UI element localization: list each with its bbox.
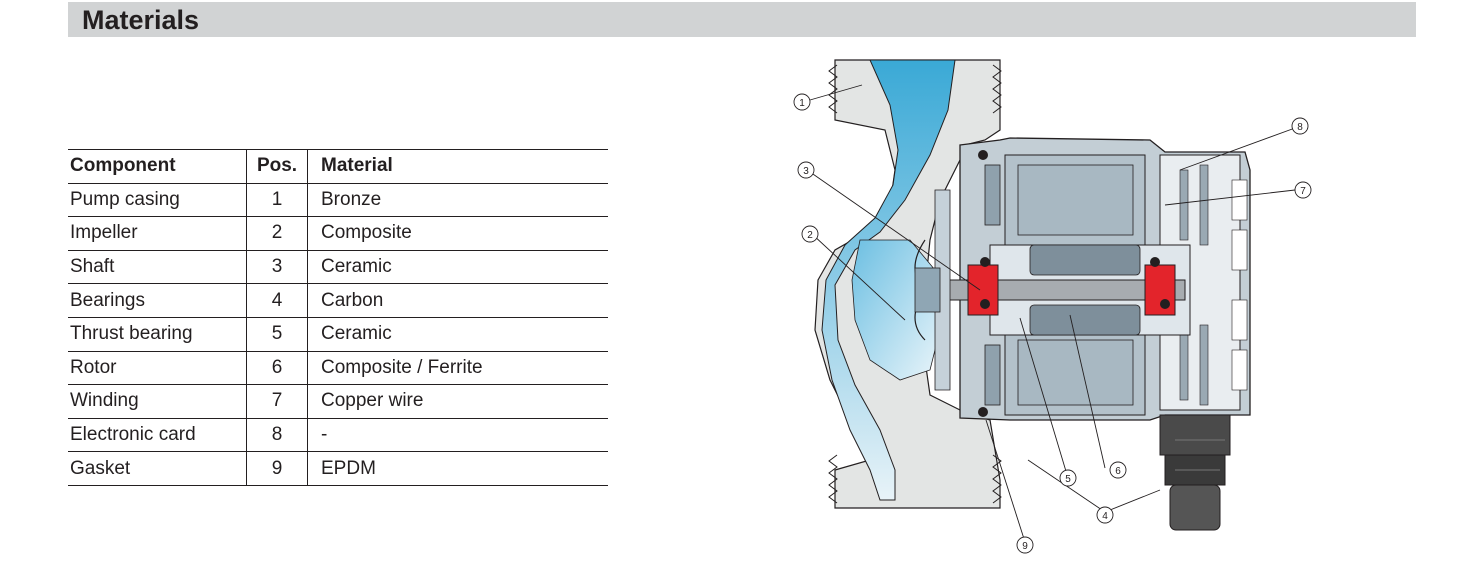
cell-pos: 4 <box>246 283 308 318</box>
cell-pos: 2 <box>246 216 308 251</box>
section-header-bar: Materials <box>68 2 1416 37</box>
page-title: Materials <box>82 5 200 35</box>
svg-text:4: 4 <box>1102 511 1108 522</box>
cell-pos: 9 <box>246 451 308 486</box>
bearing-rear <box>1144 264 1176 316</box>
callout-4: 4 <box>1096 506 1114 524</box>
cell-pos: 8 <box>246 418 308 453</box>
cell-material: Composite / Ferrite <box>307 351 608 386</box>
cell-material: Copper wire <box>307 384 608 419</box>
rotor-lower <box>1029 304 1141 336</box>
svg-text:1: 1 <box>799 98 805 109</box>
column-header-material: Material <box>307 149 608 184</box>
svg-text:7: 7 <box>1300 186 1306 197</box>
svg-text:5: 5 <box>1065 474 1071 485</box>
cell-component: Rotor <box>68 351 247 386</box>
callout-1: 1 <box>793 93 811 111</box>
svg-text:2: 2 <box>807 230 813 241</box>
callout-7: 7 <box>1294 181 1312 199</box>
cell-component: Winding <box>68 384 247 419</box>
column-header-component: Component <box>68 149 247 184</box>
cell-component: Pump casing <box>68 183 247 218</box>
pump-cutaway-diagram: 1 2 3 4 5 6 7 8 9 <box>793 59 1312 554</box>
cell-material: Ceramic <box>307 317 608 352</box>
callout-5: 5 <box>1059 469 1077 487</box>
seal-ring <box>1160 299 1170 309</box>
cell-pos: 7 <box>246 384 308 419</box>
column-header-pos: Pos. <box>246 149 308 184</box>
svg-text:9: 9 <box>1022 541 1028 552</box>
cell-material: Ceramic <box>307 250 608 285</box>
cell-pos: 5 <box>246 317 308 352</box>
thrust-bearing-seal <box>980 257 990 267</box>
callout-6: 6 <box>1109 461 1127 479</box>
cell-material: EPDM <box>307 451 608 486</box>
cell-pos: 1 <box>246 183 308 218</box>
cell-component: Gasket <box>68 451 247 486</box>
svg-text:3: 3 <box>803 166 809 177</box>
cell-material: - <box>307 418 608 453</box>
cell-pos: 3 <box>246 250 308 285</box>
cell-component: Thrust bearing <box>68 317 247 352</box>
cell-material: Carbon <box>307 283 608 318</box>
gasket-top <box>978 150 988 160</box>
impeller <box>914 189 951 391</box>
callout-8: 8 <box>1291 117 1309 135</box>
cable-gland <box>1159 414 1231 531</box>
gasket-bottom <box>978 407 988 417</box>
seal-ring <box>1150 257 1160 267</box>
cell-pos: 6 <box>246 351 308 386</box>
rotor <box>1029 244 1141 276</box>
table-header-row: Component Pos. Material <box>68 149 608 184</box>
cell-component: Shaft <box>68 250 247 285</box>
cell-component: Bearings <box>68 283 247 318</box>
cell-material: Composite <box>307 216 608 251</box>
callout-3: 3 <box>797 161 815 179</box>
water-inlet-channel <box>821 59 956 501</box>
callout-2: 2 <box>801 225 819 243</box>
seal-ring <box>980 299 990 309</box>
callout-9: 9 <box>1016 536 1034 554</box>
svg-text:6: 6 <box>1115 466 1121 477</box>
cell-component: Impeller <box>68 216 247 251</box>
cell-material: Bronze <box>307 183 608 218</box>
svg-text:8: 8 <box>1297 122 1303 133</box>
cell-component: Electronic card <box>68 418 247 453</box>
leader-lines <box>809 84 1296 543</box>
